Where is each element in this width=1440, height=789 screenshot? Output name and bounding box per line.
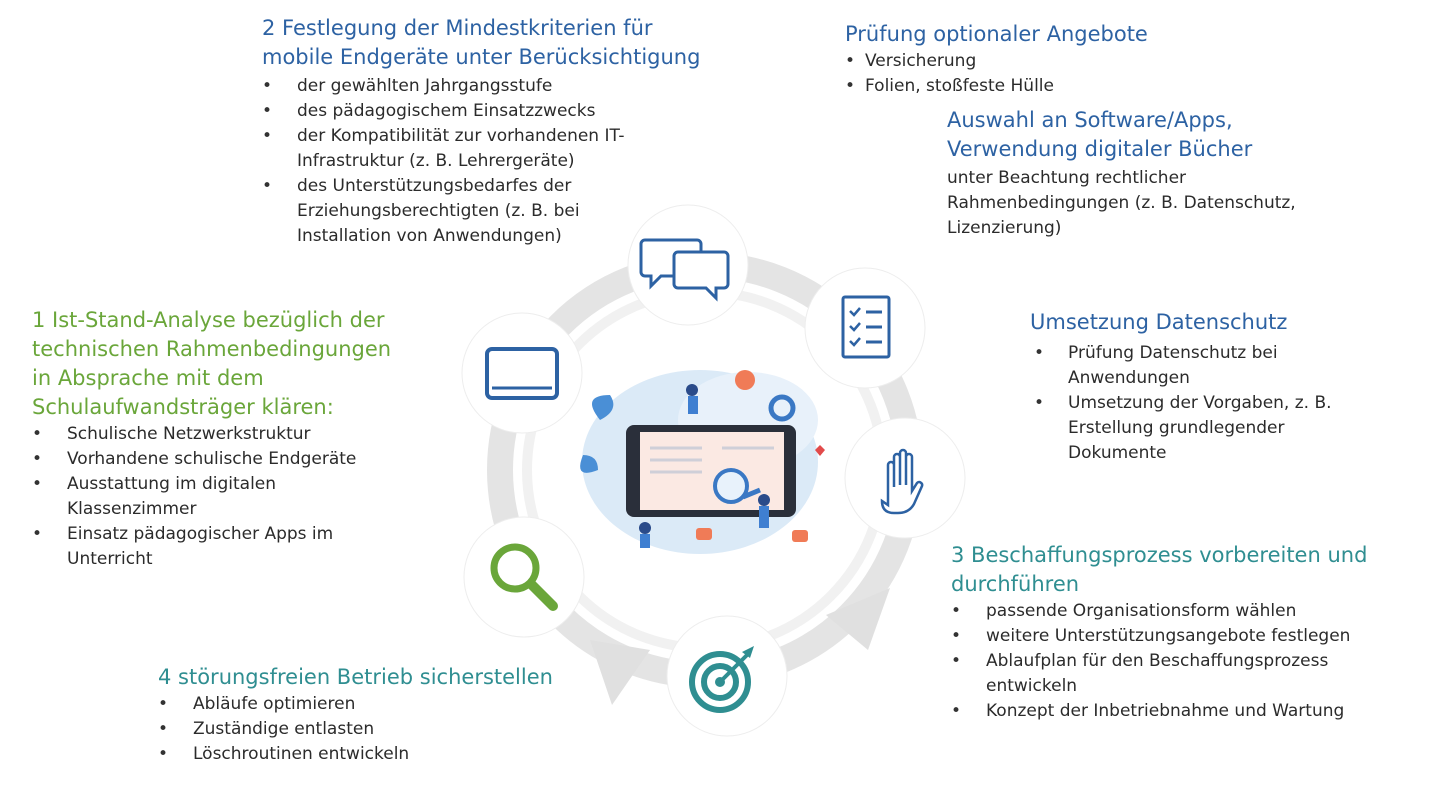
list-item: Ablaufplan für den Beschaffungsprozess e… bbox=[951, 649, 1376, 699]
hand-icon bbox=[844, 417, 966, 539]
target-icon bbox=[666, 615, 788, 737]
list-item: passende Organisationsform wählen bbox=[951, 599, 1391, 624]
list-item: der Kompatibilität zur vorhandenen IT-In… bbox=[262, 124, 637, 174]
datenschutz-title: Umsetzung Datenschutz bbox=[1030, 310, 1288, 334]
list-item: Einsatz pädagogischer Apps im Unterricht bbox=[32, 522, 372, 572]
list-item: Umsetzung der Vorgaben, z. B. Erstellung… bbox=[1034, 391, 1368, 466]
list-item: Versicherung bbox=[845, 49, 1225, 74]
step3-title: 3 Beschaffungsprozess vorbereiten und du… bbox=[951, 543, 1368, 596]
center-illustration bbox=[580, 370, 825, 554]
step2-list: der gewählten Jahrgangsstufe des pädagog… bbox=[262, 74, 722, 249]
step2-title: 2 Festlegung der Mindestkriterien für mo… bbox=[262, 16, 701, 69]
software-text: unter Beachtung rechtlicher Rahmenbeding… bbox=[947, 168, 1296, 238]
list-item: der gewählten Jahrgangsstufe bbox=[262, 74, 722, 99]
list-item: Ausstattung im digitalen Klassenzimmer bbox=[32, 472, 337, 522]
checklist-icon bbox=[804, 267, 926, 389]
list-item: weitere Unterstützungsangebote festlegen bbox=[951, 624, 1391, 649]
list-item: Vorhandene schulische Endgeräte bbox=[32, 447, 372, 472]
step4-title: 4 störungsfreien Betrieb sicherstellen bbox=[158, 665, 553, 689]
list-item: Löschroutinen entwickeln bbox=[158, 742, 578, 767]
list-item: Folien, stoßfeste Hülle bbox=[845, 74, 1225, 99]
optional-list: Versicherung Folien, stoßfeste Hülle bbox=[845, 49, 1225, 99]
list-item: Zuständige entlasten bbox=[158, 717, 578, 742]
list-item: Schulische Netzwerkstruktur bbox=[32, 422, 372, 447]
cycle-arrow-right bbox=[826, 588, 890, 650]
optional-title: Prüfung optionaler Angebote bbox=[845, 22, 1148, 46]
step1-title: 1 Ist-Stand-Analyse bezüglich der techni… bbox=[32, 308, 392, 419]
step4-list: Abläufe optimieren Zuständige entlasten … bbox=[158, 692, 578, 767]
optional-block: Prüfung optionaler Angebote Versicherung… bbox=[845, 20, 1225, 99]
tablet-icon bbox=[461, 312, 583, 434]
step4-block: 4 störungsfreien Betrieb sicherstellen A… bbox=[158, 663, 578, 767]
datenschutz-list: Prüfung Datenschutz bei Anwendungen Umse… bbox=[1034, 341, 1370, 466]
magnifier-icon bbox=[463, 516, 585, 638]
chat-icon bbox=[627, 204, 749, 326]
step1-block: 1 Ist-Stand-Analyse bezüglich der techni… bbox=[32, 306, 422, 572]
software-title: Auswahl an Software/Apps, Verwendung dig… bbox=[947, 108, 1253, 161]
step2-block: 2 Festlegung der Mindestkriterien für mo… bbox=[262, 14, 722, 249]
step1-list: Schulische Netzwerkstruktur Vorhandene s… bbox=[32, 422, 372, 572]
datenschutz-block: Umsetzung Datenschutz Prüfung Datenschut… bbox=[1030, 308, 1370, 466]
list-item: Abläufe optimieren bbox=[158, 692, 578, 717]
cycle-arrow-left bbox=[590, 640, 650, 705]
step3-list: passende Organisationsform wählen weiter… bbox=[951, 599, 1391, 724]
list-item: Prüfung Datenschutz bei Anwendungen bbox=[1034, 341, 1318, 391]
software-block: Auswahl an Software/Apps, Verwendung dig… bbox=[947, 106, 1337, 241]
list-item: Konzept der Inbetriebnahme und Wartung bbox=[951, 699, 1391, 724]
step3-block: 3 Beschaffungsprozess vorbereiten und du… bbox=[951, 541, 1391, 724]
list-item: des pädagogischem Einsatzzwecks bbox=[262, 99, 722, 124]
list-item: des Unterstützungsbedarfes der Erziehung… bbox=[262, 174, 637, 249]
